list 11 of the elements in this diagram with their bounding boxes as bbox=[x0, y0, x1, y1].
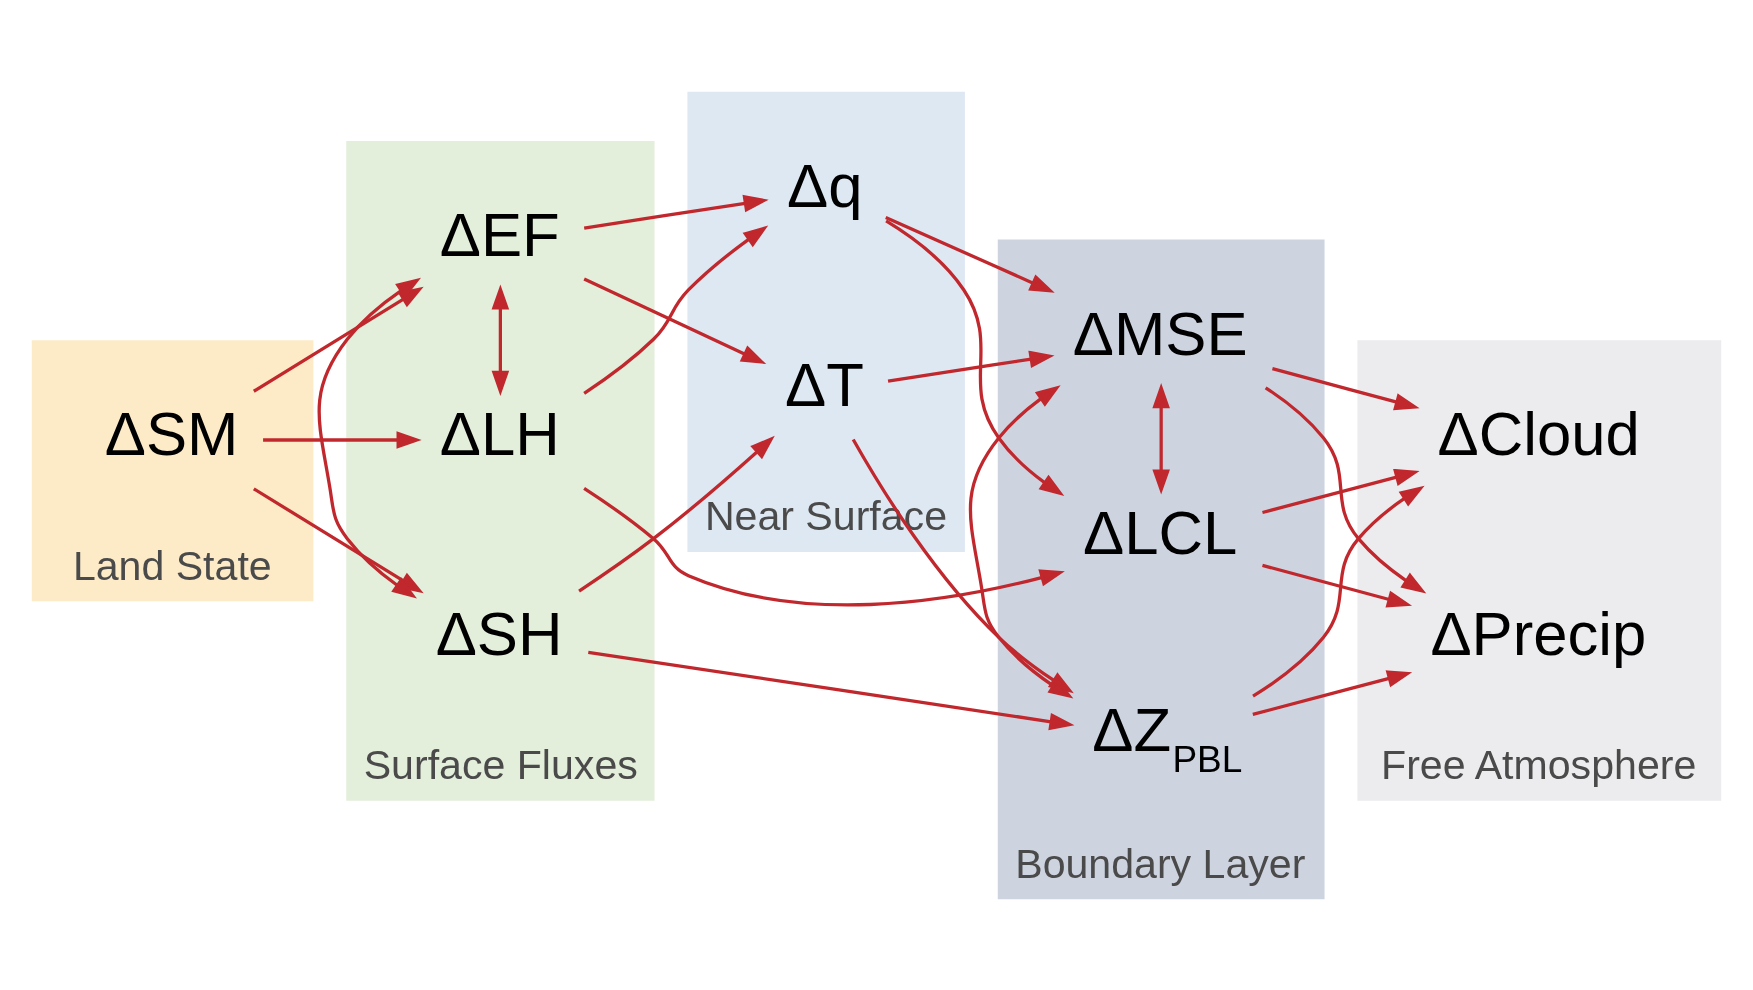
node-text: ΔLCL bbox=[1083, 497, 1238, 567]
node-text: ΔSH bbox=[435, 598, 563, 668]
node-text: ΔSM bbox=[104, 398, 239, 468]
node-text: ΔMSE bbox=[1072, 298, 1248, 368]
node-text: ΔEF bbox=[439, 199, 560, 269]
node-text: ΔPrecip bbox=[1430, 598, 1647, 668]
node-text: ΔZ$_{PBL}$ bbox=[1092, 694, 1243, 780]
node-text: Δq bbox=[787, 150, 863, 220]
node-text: ΔT bbox=[785, 349, 864, 419]
node-text: ΔCloud bbox=[1437, 398, 1640, 468]
node-text: ΔLH bbox=[439, 398, 560, 468]
